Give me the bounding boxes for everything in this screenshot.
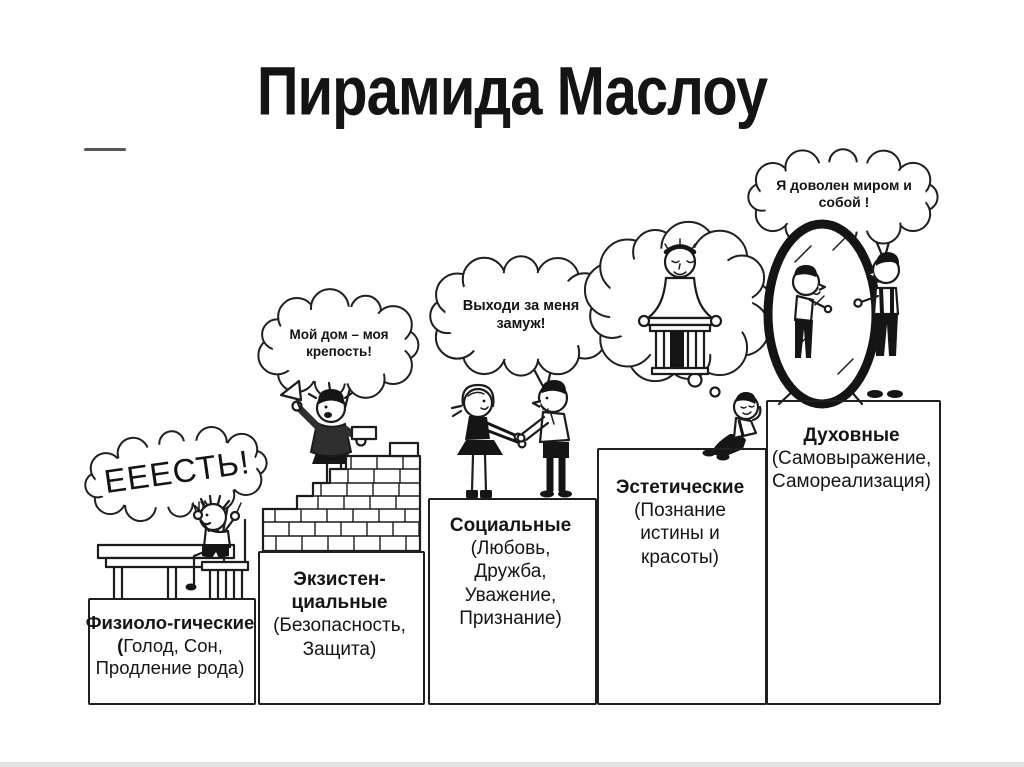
loose-brick	[388, 441, 420, 458]
speech-bubble-spiritual: Я доволен миром и собой !	[776, 176, 912, 211]
step-detail: (Любовь, Дружба, Уважение, Признание)	[459, 538, 562, 629]
girl-figure	[450, 383, 527, 498]
mirror-scene	[763, 219, 903, 409]
trowel-icon	[279, 379, 303, 402]
step-detail: Голод, Сон, Продление рода)	[95, 634, 245, 679]
cutlery-icon	[192, 501, 242, 513]
step-detail: (Познание истины и красоты)	[634, 500, 726, 568]
thought-bubble-dot	[687, 372, 703, 388]
daydreaming-boy	[702, 392, 762, 461]
speech-cloud-existential	[257, 288, 420, 399]
step-label-aesthetic: Эстетические(Познание истины и красоты)	[605, 476, 755, 569]
step-social	[428, 498, 597, 705]
bricklayer	[279, 379, 378, 507]
step-spiritual	[766, 400, 941, 705]
step-name: Социальные	[449, 515, 572, 536]
boy-nose	[531, 399, 542, 408]
boy-head	[198, 502, 228, 532]
eating-scene	[96, 494, 250, 600]
brick-wall	[261, 441, 422, 553]
slide-bottom-edge	[0, 762, 1024, 767]
admirer-figure	[853, 252, 903, 398]
mirror-frame	[763, 219, 881, 409]
thought-cloud-aesthetic	[583, 220, 773, 383]
speech-cloud-social	[429, 255, 613, 377]
classical-bust	[637, 238, 723, 376]
mirror-reflection	[791, 265, 833, 358]
speech-cloud-physiological	[84, 425, 268, 523]
step-physiological	[88, 598, 256, 705]
step-name: Духовные	[803, 425, 900, 446]
step-name: Эстетические	[615, 477, 745, 498]
girl-head	[462, 387, 494, 419]
mirror-glass-shine	[794, 237, 854, 375]
step-label-physiological: Физиоло-гические (Голод, Сон, Продление …	[84, 612, 256, 680]
building-scene	[261, 379, 422, 553]
brick-in-hand	[350, 425, 378, 441]
step-label-social: Социальные(Любовь, Дружба, Уважение, При…	[435, 514, 587, 630]
page-title: Пирамида Маслоу	[256, 53, 768, 130]
thought-bubble-dot	[709, 386, 721, 398]
step-detail: (Безопасность, Защита)	[273, 615, 406, 660]
scan-artifact	[84, 148, 126, 151]
step-detail: (Самовыражение, Самореализация)	[771, 448, 932, 493]
step-name: Экзистен-циальные	[291, 569, 388, 614]
speech-cloud-spiritual	[747, 148, 939, 246]
step-label-spiritual: Духовные(Самовыражение, Самореализация)	[754, 424, 950, 494]
step-label-existential: Экзистен-циальные(Безопасность, Защита)	[261, 568, 419, 661]
step-existential	[258, 551, 425, 705]
proposal-scene	[450, 380, 572, 498]
speech-bubble-social: Выходи за меня замуж!	[462, 297, 580, 332]
column-icon	[637, 314, 723, 376]
speech-bubble-existential: Мой дом – моя крепость!	[289, 327, 389, 359]
dream-scene	[637, 238, 762, 461]
boy-figure	[516, 380, 572, 498]
step-name: Физиоло-гические (	[85, 612, 255, 656]
laurel-wreath-icon	[663, 244, 697, 255]
eating-boy	[185, 494, 250, 600]
